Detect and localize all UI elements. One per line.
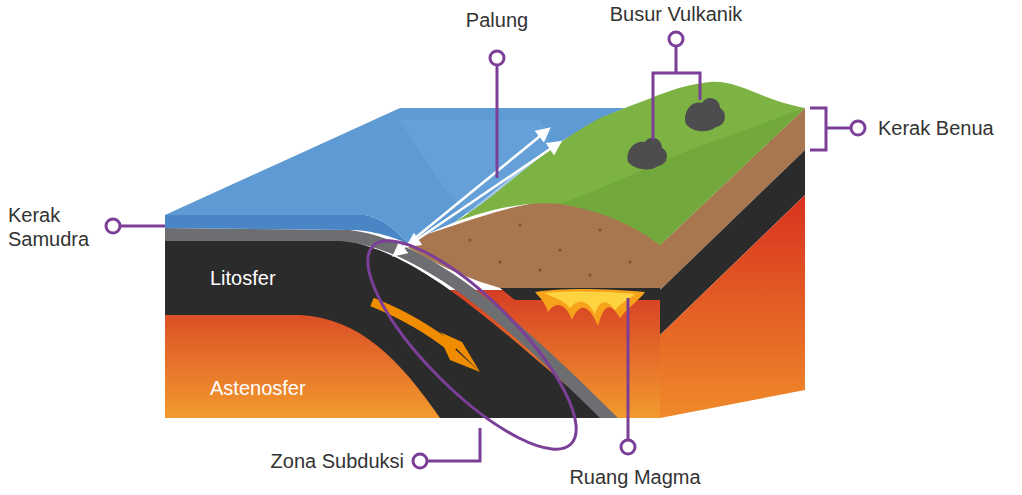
land-shade	[560, 108, 805, 245]
subduction-ellipse	[340, 213, 603, 476]
oceanic-crust-label: Kerak Samudra	[8, 203, 104, 251]
lithosphere-label: Litosfer	[210, 266, 276, 290]
asthenosphere-label: Astenosfer	[210, 376, 306, 400]
trench-arrow	[398, 132, 545, 252]
subduction-zone-label: Zona Subduksi	[271, 449, 404, 473]
subduction-arrowhead	[438, 332, 480, 372]
mantle-side	[660, 195, 805, 418]
oceanic-crust	[165, 228, 618, 418]
trench-label: Palung	[466, 8, 528, 32]
magma-chamber-label: Ruang Magma	[569, 465, 700, 489]
callout-marker	[106, 32, 865, 468]
trench-arrow	[412, 145, 556, 243]
continental-crust-label: Kerak Benua	[878, 116, 994, 140]
volcano-symbol	[627, 98, 724, 170]
volcanic-arc-label: Busur Vulkanik	[610, 2, 743, 26]
leader-lines	[120, 46, 851, 461]
lithosphere	[165, 240, 605, 418]
ocean-front	[165, 215, 410, 245]
